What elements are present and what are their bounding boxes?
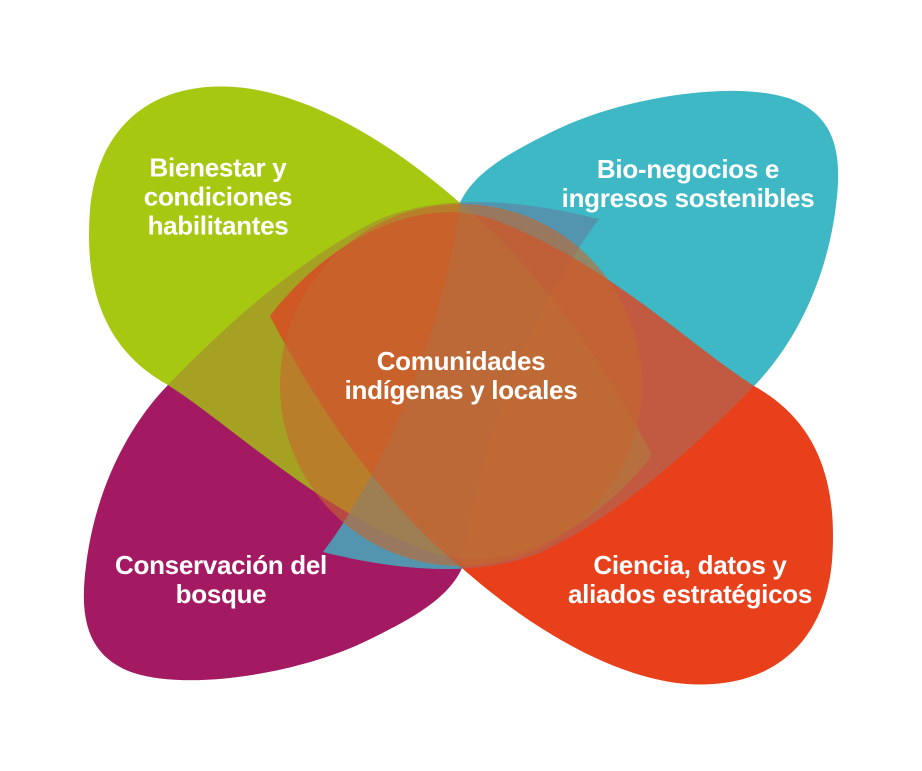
label-conservacion: Conservación del bosque: [115, 551, 327, 609]
label-conservacion-line2: bosque: [175, 579, 267, 609]
label-comunidades: Comunidades indígenas y locales: [345, 347, 578, 405]
label-comunidades-line1: Comunidades: [376, 346, 546, 376]
label-comunidades-line2: indígenas y locales: [344, 375, 578, 405]
label-bionegocios-line2: ingresos sostenibles: [561, 183, 815, 213]
label-bienestar-line2: condiciones: [143, 181, 293, 212]
label-ciencia-line2: aliados estratégicos: [568, 579, 812, 609]
label-bionegocios-line1: Bio-negocios e: [596, 154, 780, 184]
label-bienestar-line1: Bienestar y: [149, 152, 287, 183]
label-ciencia-line1: Ciencia, datos y: [593, 550, 787, 580]
label-bienestar: Bienestar y condiciones habilitantes: [143, 152, 293, 241]
center-circle-shape: [280, 204, 642, 566]
label-bienestar-line3: habilitantes: [147, 210, 289, 241]
label-bionegocios: Bio-negocios e ingresos sostenibles: [562, 155, 815, 213]
label-ciencia: Ciencia, datos y aliados estratégicos: [568, 551, 812, 609]
label-conservacion-line1: Conservación del: [115, 550, 327, 580]
